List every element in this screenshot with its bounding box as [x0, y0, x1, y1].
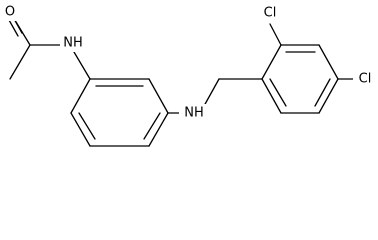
bond-amide-n-to-ring [73, 51, 91, 80]
bond-to-cl-top [269, 23, 282, 46]
bond-ring2-inner-2 [314, 78, 331, 107]
bond-ring1-c [148, 112, 169, 147]
chlorine-top-label: Cl [264, 6, 277, 21]
bond-ring2-inner-3 [269, 78, 287, 107]
amine-nh-label: NH [184, 106, 204, 121]
bond-ring2-c [318, 44, 339, 80]
chlorine-right-label: Cl [359, 72, 372, 87]
bond-ring1-f [70, 78, 91, 114]
bond-ring1-inner-2 [143, 112, 161, 140]
bond-ring1-inner-3 [78, 112, 96, 140]
bond-ring2-d [318, 78, 339, 114]
bond-ring2-a [261, 44, 282, 80]
oxygen-label: O [5, 5, 15, 20]
bond-ring1-b [148, 78, 169, 114]
bond-amine-to-ch2 [203, 78, 220, 107]
bond-ring2-f [261, 78, 282, 114]
chemical-structure: O NH NH Cl Cl [4, 4, 372, 147]
bond-ethyl-ch3-ch2 [9, 44, 31, 80]
bond-ring1-e [70, 112, 91, 147]
amide-nh-label: NH [63, 36, 83, 51]
bond-co-double [8, 19, 19, 37]
